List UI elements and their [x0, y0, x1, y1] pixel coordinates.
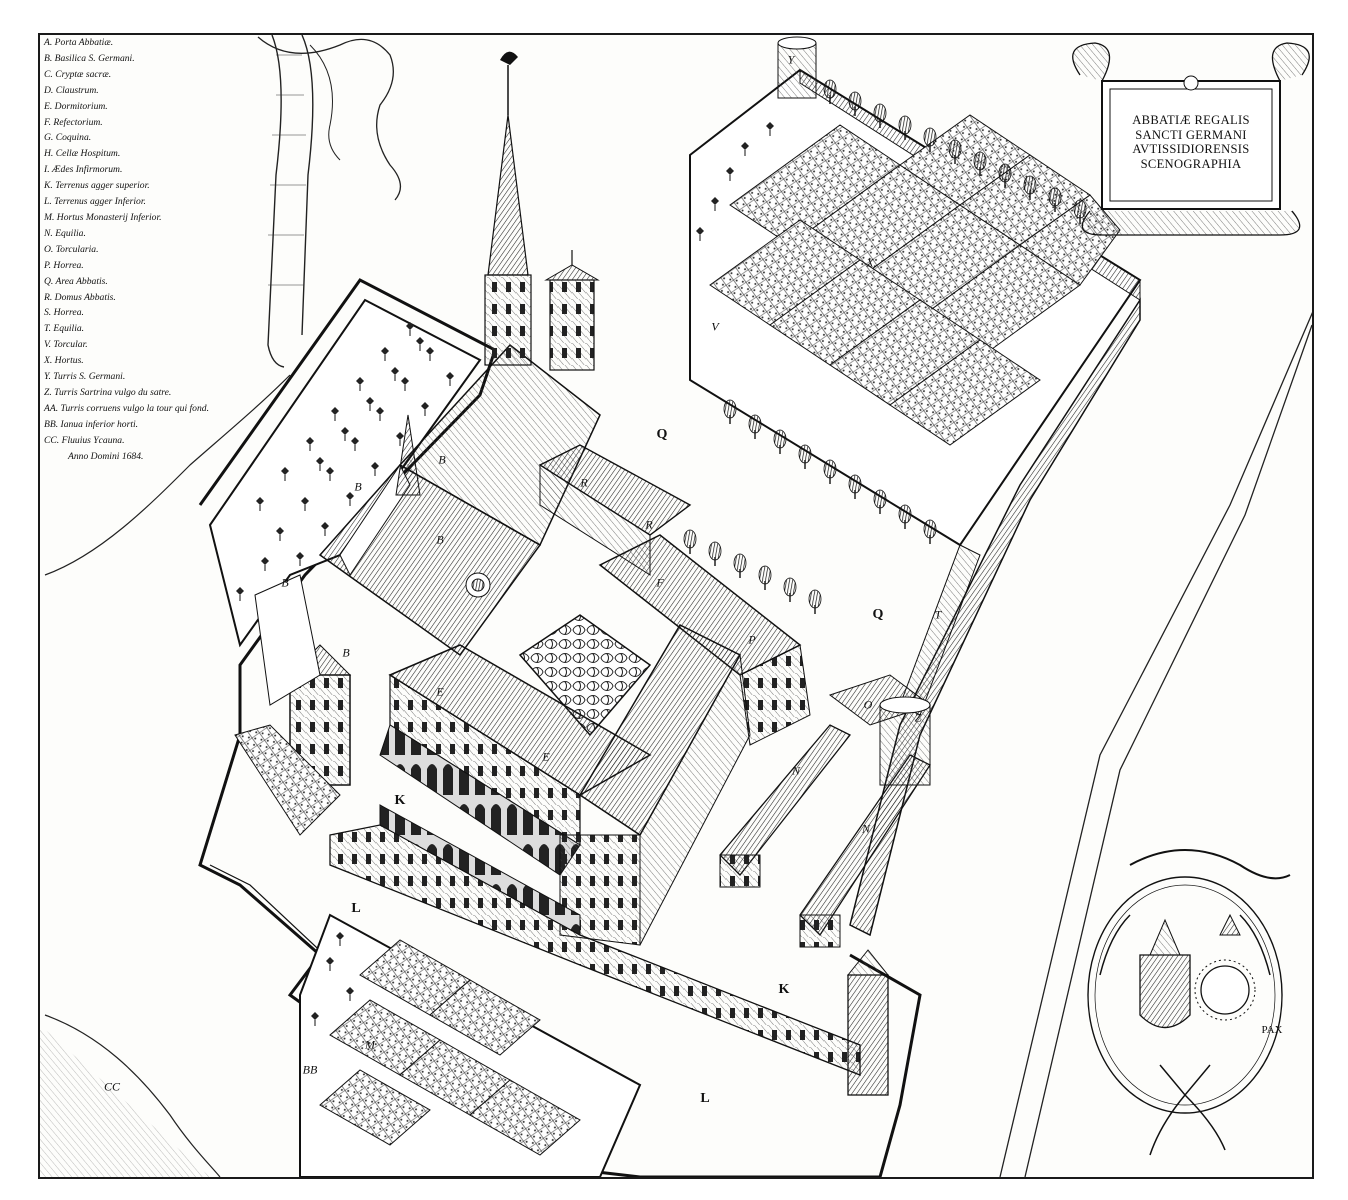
title-line-4: SCENOGRAPHIA [1140, 156, 1242, 171]
legend-item: L. Terrenus agger Inferior. [44, 196, 146, 208]
label-x: X [866, 255, 874, 270]
label-b-3: B [436, 532, 444, 547]
label-p: P [748, 632, 756, 647]
legend-item: Z. Turris Sartrina vulgo du satre. [44, 386, 172, 398]
label-f: F [656, 575, 664, 590]
title-cartouche: ABBATIÆ REGALIS SANCTI GERMANI AVTISSIDI… [1102, 73, 1280, 219]
label-v: V [711, 319, 719, 334]
label-e-2: E [542, 749, 550, 764]
label-b-1: B [438, 452, 446, 467]
press-house [828, 674, 932, 786]
lower-garden [299, 913, 642, 1177]
label-q-2: Q [872, 607, 884, 622]
legend-item: D. Claustrum. [44, 84, 99, 96]
legend-item: CC. Fluuius Ycauna. [44, 434, 125, 446]
legend-item: Y. Turris S. Germani. [44, 371, 126, 383]
river-bank-upper [44, 374, 291, 576]
legend-item: B. Basilica S. Germani. [44, 52, 135, 64]
legend-item: A. Porta Abbatiæ. [44, 37, 114, 48]
legend-item: K. Terrenus agger superior. [44, 180, 150, 192]
legend-date: Anno Domini 1684. [68, 450, 144, 462]
title-cartouche-frame [1072, 42, 1310, 236]
legend-item: O. Torcularia. [44, 243, 99, 255]
label-m: M [365, 1037, 375, 1052]
label-q-1: Q [656, 427, 668, 442]
abbot-house [538, 444, 692, 576]
title-line-2: SANCTI GERMANI [1135, 127, 1247, 142]
east-garden-beds [709, 114, 1121, 446]
basilica-spire [484, 51, 532, 366]
bell-tower [544, 250, 600, 371]
label-z: Z [914, 710, 922, 725]
small-spire [395, 414, 421, 496]
legend-item: C. Cryptæ sacræ. [44, 68, 112, 80]
label-bb: BB [302, 1062, 318, 1077]
label-b-2: B [354, 479, 362, 494]
legend-item: P. Horrea. [44, 259, 84, 271]
coat-of-arms [1087, 849, 1291, 1156]
label-e-1: E [436, 684, 444, 699]
road-edge-left [999, 312, 1312, 1177]
title-line-1: ABBATIÆ REGALIS [1132, 113, 1250, 127]
engraving-frame: A. Porta Abbatiæ. B. Basilica S. Germani.… [38, 33, 1314, 1179]
legend-item: N. Equilia. [44, 227, 86, 239]
label-k-2: K [778, 982, 790, 997]
legend-item: E. Dormitorium. [44, 100, 108, 112]
legend-item: H. Cellæ Hospitum. [44, 148, 121, 160]
label-o: O [863, 697, 873, 712]
legend-item: M. Hortus Monasterij Inferior. [44, 211, 162, 223]
legend-item: I. Ædes Infirmorum. [44, 164, 123, 176]
drapery-curtain [257, 35, 402, 368]
east-wall [849, 297, 1141, 937]
label-t: T [934, 607, 942, 622]
label-cc: CC [103, 1079, 121, 1094]
legend-item: T. Equilia. [44, 323, 85, 335]
legend-item: S. Horrea. [44, 307, 84, 319]
tower-y [777, 36, 817, 99]
legend: A. Porta Abbatiæ. B. Basilica S. Germani.… [44, 35, 304, 464]
label-r-1: R [580, 475, 588, 490]
legend-item: AA. Turris corruens vulgo la tour qui fo… [44, 402, 209, 414]
label-b-5: B [281, 575, 289, 590]
legend-item: V. Torcular. [44, 339, 88, 351]
dormitory-range [379, 644, 652, 876]
legend-item: X. Hortus. [44, 355, 84, 367]
arms-motto: PAX [1261, 1024, 1283, 1036]
legend-item: R. Domus Abbatis. [44, 291, 116, 303]
stables [719, 724, 931, 948]
tower-aa [846, 949, 890, 1096]
label-y: Y [787, 52, 795, 67]
title-line-3: AVTISSIDIORENSIS [1132, 142, 1250, 156]
west-lower-garden [234, 574, 341, 836]
label-k-1: K [394, 793, 406, 808]
label-n-1: N [791, 763, 801, 778]
legend-item: BB. Ianua inferior horti. [44, 418, 139, 430]
legend-item: F. Refectorium. [44, 116, 103, 128]
label-b-4: B [342, 645, 350, 660]
label-l-1: L [351, 901, 361, 916]
label-l-2: L [700, 1091, 710, 1106]
legend-item: G. Coquina. [44, 132, 92, 144]
label-n-2: N [861, 821, 871, 836]
label-r-2: R [645, 517, 653, 532]
road-edge-right [1024, 324, 1312, 1177]
river-bank-lower [44, 1014, 221, 1177]
south-terrace-wall [329, 804, 861, 1076]
abbey-engraving [40, 35, 1312, 1177]
legend-item: Q. Area Abbatis. [44, 275, 108, 287]
